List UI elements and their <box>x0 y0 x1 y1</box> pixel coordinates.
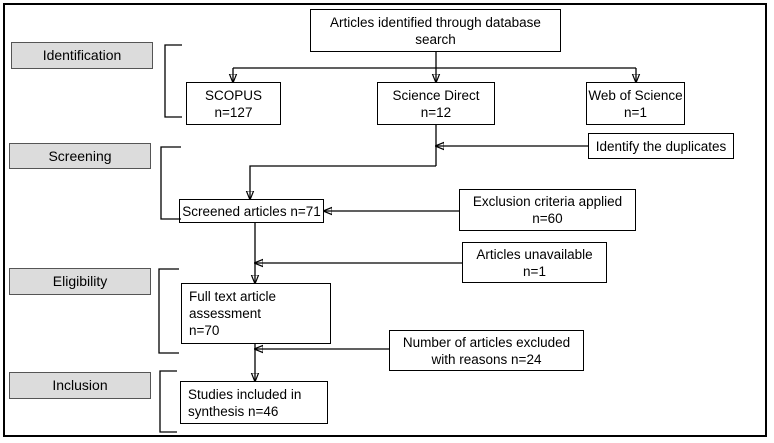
node-articles-excluded: Number of articles excluded with reasons… <box>389 330 584 371</box>
node-scopus: SCOPUS n=127 <box>186 82 281 125</box>
node-screened-articles: Screened articles n=71 <box>179 199 324 223</box>
node-full-text-assessment: Full text article assessment n=70 <box>181 283 331 344</box>
stage-identification: Identification <box>11 42 153 69</box>
stage-screening: Screening <box>9 143 151 169</box>
node-web-of-science: Web of Science n=1 <box>586 82 685 125</box>
node-identify-duplicates: Identify the duplicates <box>588 133 734 159</box>
diagram-frame <box>3 3 767 437</box>
node-database-search: Articles identified through database sea… <box>310 9 561 52</box>
node-science-direct: Science Direct n=12 <box>377 82 495 125</box>
stage-inclusion: Inclusion <box>9 372 151 399</box>
stage-eligibility: Eligibility <box>9 268 151 295</box>
node-exclusion-criteria: Exclusion criteria applied n=60 <box>459 189 636 231</box>
node-studies-included: Studies included in synthesis n=46 <box>180 381 328 424</box>
node-articles-unavailable: Articles unavailable n=1 <box>462 242 607 283</box>
